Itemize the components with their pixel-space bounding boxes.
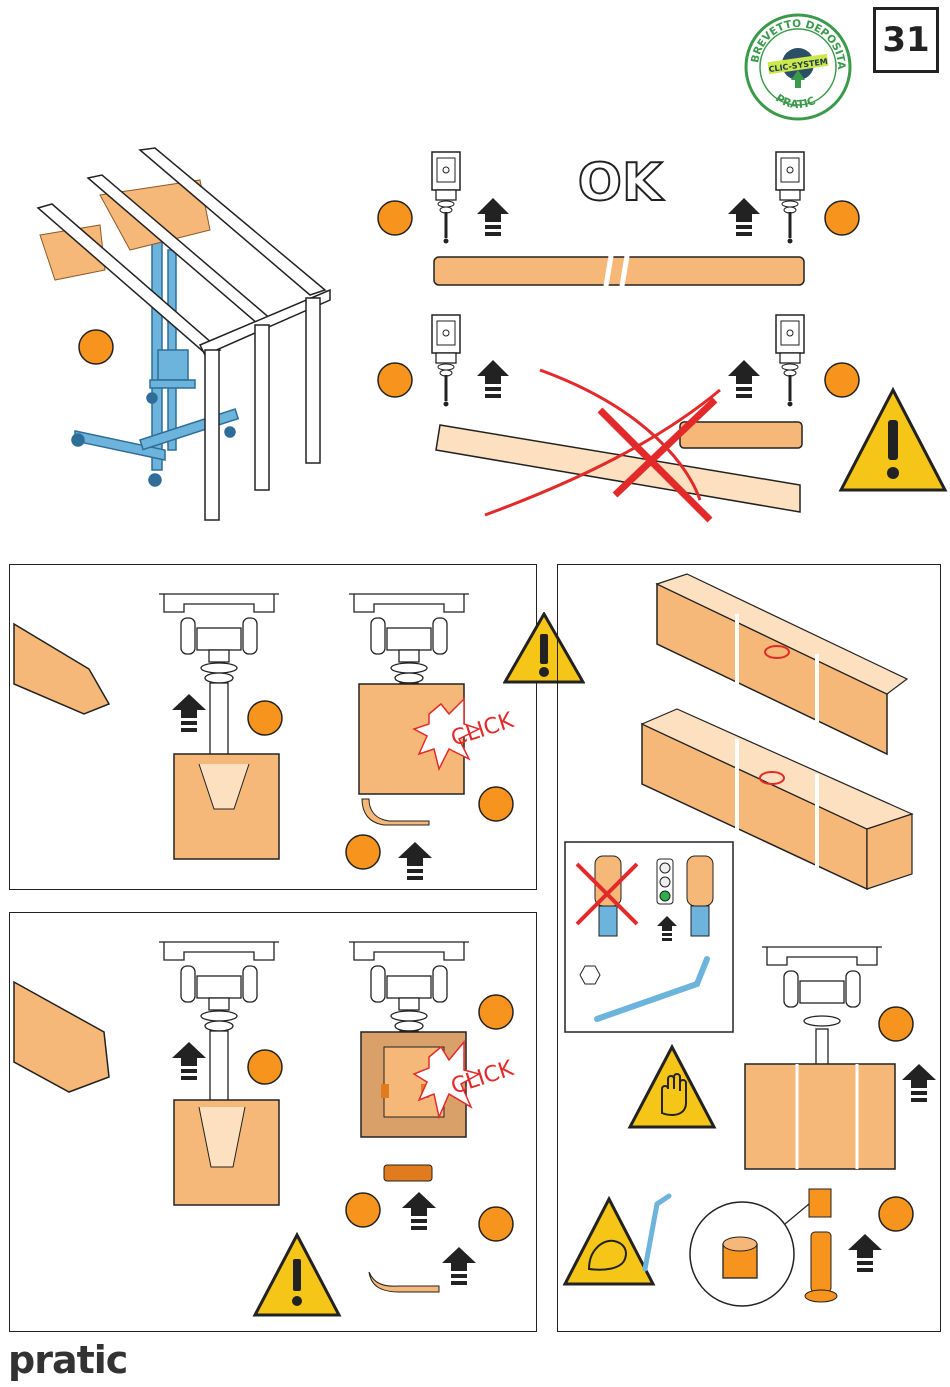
page-number: 31 bbox=[873, 7, 939, 73]
brand-logo: pratic bbox=[8, 1338, 127, 1382]
hexagon-icon bbox=[580, 966, 600, 984]
strength-icon bbox=[565, 1199, 653, 1284]
top-illustration: OK bbox=[0, 140, 950, 540]
panel-b-drawing: CLICK bbox=[9, 912, 537, 1332]
warning-icon bbox=[841, 390, 945, 490]
warning-icon-3 bbox=[255, 1235, 339, 1315]
panel-c-drawing bbox=[557, 564, 941, 1332]
step-marker-1 bbox=[79, 330, 113, 364]
profile-ok bbox=[434, 257, 804, 285]
traffic-light-icon bbox=[657, 859, 673, 904]
panel-a-drawing: CLICK bbox=[9, 564, 537, 890]
patent-seal: BREVETTO DEPOSITATO PRATIC CLIC-SYSTEM bbox=[740, 12, 856, 122]
ok-label: OK bbox=[578, 153, 664, 213]
hand-stop-icon bbox=[630, 1047, 714, 1127]
installation-drawing bbox=[38, 148, 330, 520]
